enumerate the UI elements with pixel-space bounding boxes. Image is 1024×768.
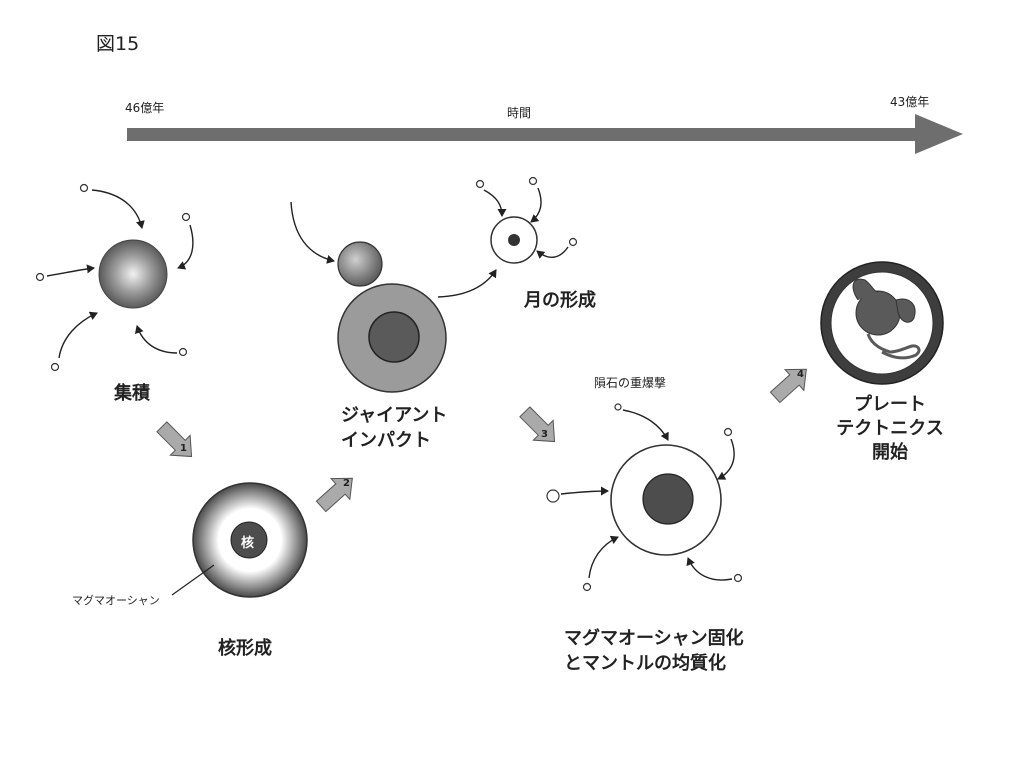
meteorite (582, 582, 592, 592)
infall-arrow (91, 189, 145, 229)
planetesimal (79, 183, 89, 193)
timeline-end-label: 43億年 (890, 95, 930, 109)
infall-arrow (483, 189, 507, 217)
infall-arrow (536, 246, 569, 259)
figure-label: 図15 (96, 33, 140, 55)
step-arrow-3 (519, 406, 556, 443)
infall-arrow (134, 325, 178, 354)
solidification-stage (546, 403, 743, 592)
plate-tectonics-label-line3: 開始 (872, 442, 908, 463)
meteorite (614, 403, 622, 411)
accretion-stage (35, 183, 194, 372)
bombardment-arrow (686, 557, 733, 581)
planetesimal (181, 212, 191, 222)
giant-impact-stage (290, 201, 497, 393)
planet-core (230, 521, 268, 559)
meteorite (546, 489, 560, 503)
mantle-plume (866, 333, 921, 360)
plate-tectonics-stage (820, 261, 944, 385)
infall-arrow (46, 264, 95, 277)
planetesimal (50, 362, 60, 372)
bombardment-arrow (560, 486, 609, 496)
ejecta-arrow (437, 269, 497, 298)
core-formation-stage (171, 482, 308, 598)
step-arrow-2 (315, 477, 353, 513)
infall-arrow (177, 224, 194, 270)
planetesimal (35, 272, 45, 282)
bombardment-arrow (717, 438, 735, 480)
planetesimal (475, 179, 485, 189)
solidification-label-line1: マグマオーシャン固化 (564, 628, 744, 649)
moon-formation-stage (475, 176, 578, 264)
timeline-arrow (127, 114, 963, 154)
accreting-planet (98, 239, 168, 309)
solidification-label-line2: とマントルの均質化 (564, 653, 726, 674)
infall-arrow (530, 187, 542, 223)
moon-formation-label: 月の形成 (524, 290, 596, 311)
meteorite (723, 427, 733, 437)
core-label: 核 (241, 536, 255, 551)
bombardment-label: 隕石の重爆撃 (594, 376, 667, 390)
bombardment-arrow (622, 409, 669, 441)
bombardment-arrow (588, 535, 619, 579)
step-number-1: 1 (180, 443, 187, 454)
timeline-start-label: 46億年 (125, 101, 165, 115)
meteorite (733, 573, 743, 583)
mantle-plume (852, 278, 879, 301)
plate-tectonics-label-line1: プレート (854, 394, 926, 415)
core-formation-label: 核形成 (218, 638, 272, 659)
mantle-plume (895, 298, 916, 323)
proto-earth-core (368, 311, 420, 363)
accretion-label: 集積 (114, 383, 150, 404)
moon-core (508, 234, 520, 246)
giant-impact-label-line2: インパクト (341, 430, 431, 451)
timeline-middle-label: 時間 (507, 106, 532, 120)
planetesimal (528, 176, 538, 186)
magma-ocean-pointer (171, 564, 215, 596)
step-number-4: 4 (797, 369, 804, 380)
plate-tectonics-label-line2: テクトニクス (836, 418, 944, 439)
step-arrow-4 (769, 368, 807, 404)
magma-ocean-label: マグマオーシャン (72, 594, 160, 607)
giant-impact-label-line1: ジャイアント (341, 405, 448, 426)
solidified-core (642, 473, 694, 525)
planetesimal (568, 237, 578, 247)
planetesimal (178, 347, 188, 357)
step-number-2: 2 (343, 478, 350, 489)
impactor-path-arrow (290, 201, 335, 264)
step-number-3: 3 (541, 429, 548, 440)
step-arrow-1 (156, 421, 193, 458)
impactor (337, 241, 383, 287)
infall-arrow (58, 311, 98, 359)
